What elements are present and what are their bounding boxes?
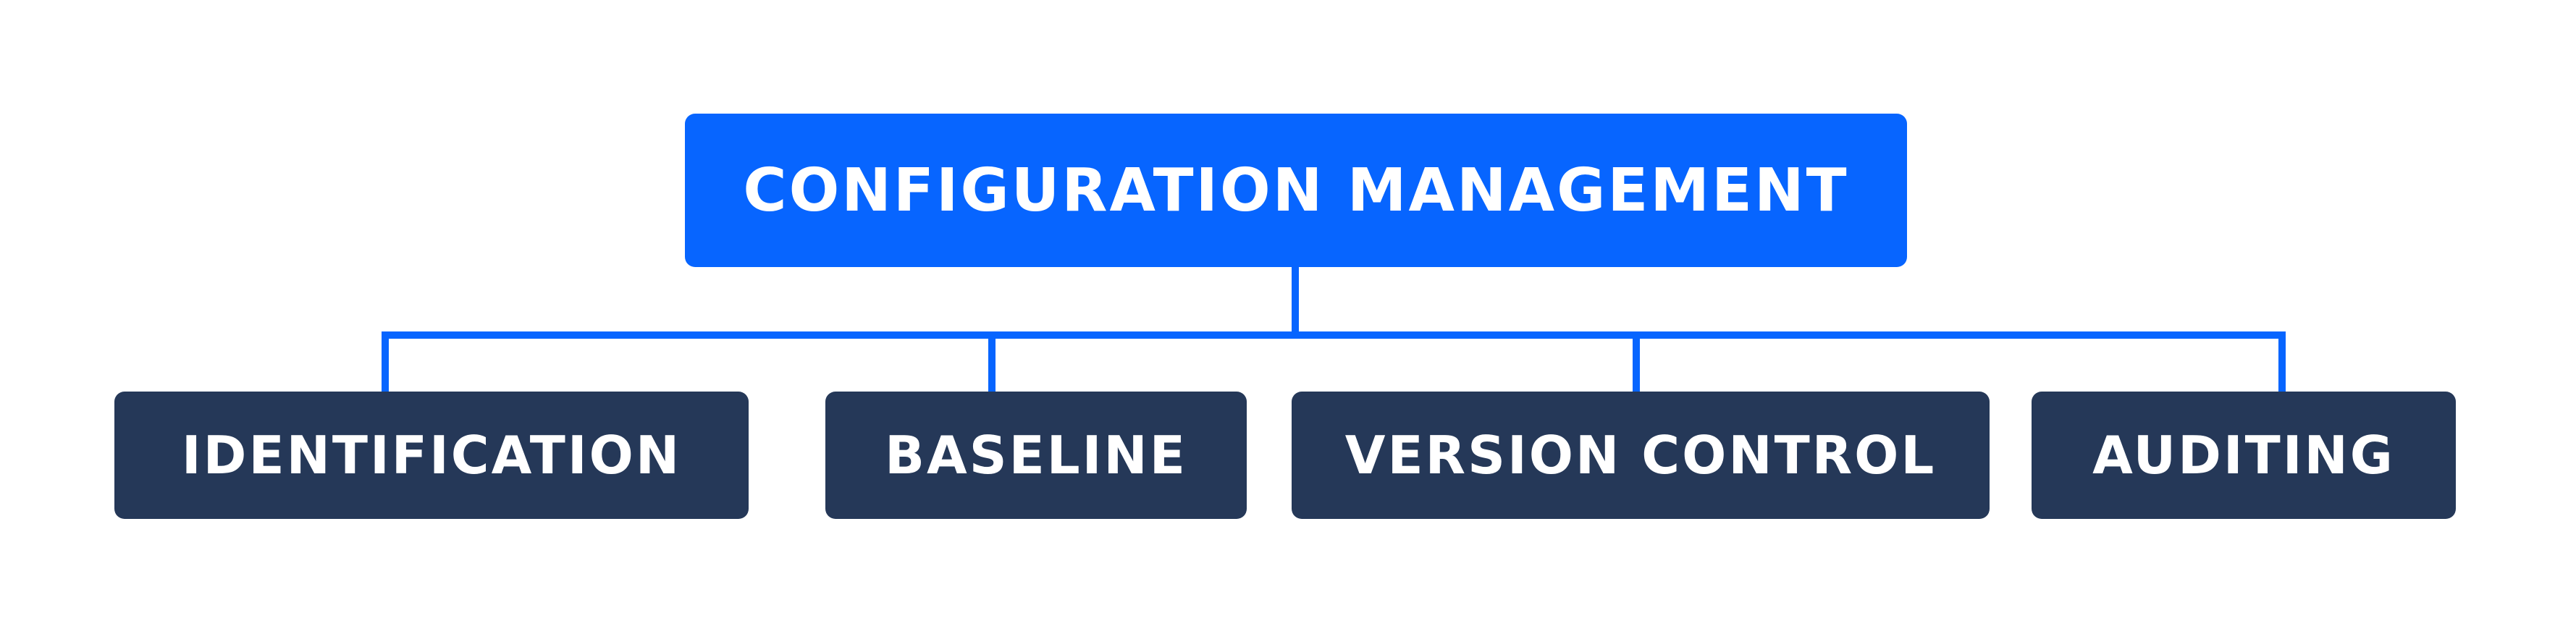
connector-line-identification [382,331,389,392]
child-node-label: IDENTIFICATION [181,425,682,486]
connector-line-auditing [2278,331,2286,392]
child-node-auditing: AUDITING [2032,392,2456,519]
root-connector-line [1292,267,1299,337]
child-node-label: AUDITING [2092,425,2395,486]
child-node-label: BASELINE [885,425,1187,486]
connector-line-version-control [1633,331,1640,392]
horizontal-bus-line [382,331,2286,339]
connector-line-baseline [988,331,996,392]
child-node-identification: IDENTIFICATION [114,392,749,519]
root-node: CONFIGURATION MANAGEMENT [685,114,1907,267]
root-node-label: CONFIGURATION MANAGEMENT [743,156,1849,225]
child-node-baseline: BASELINE [825,392,1247,519]
child-node-label: VERSION CONTROL [1344,425,1937,486]
child-node-version-control: VERSION CONTROL [1292,392,1990,519]
